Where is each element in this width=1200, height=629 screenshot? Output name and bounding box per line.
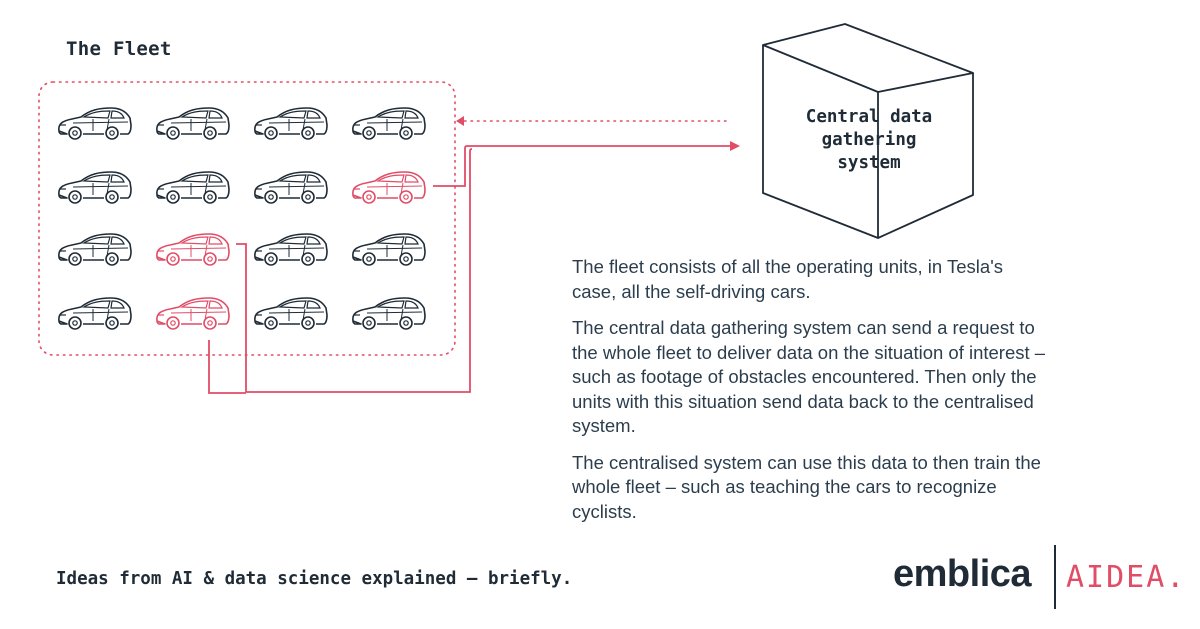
car-icon bbox=[156, 297, 230, 330]
car-icon bbox=[254, 297, 328, 330]
car-icon bbox=[156, 233, 230, 266]
series-logo: AIDEA. bbox=[1066, 560, 1187, 595]
central-system-label-line: system bbox=[837, 153, 901, 173]
car-icon bbox=[58, 171, 132, 204]
car-icon bbox=[254, 171, 328, 204]
central-system-label-line: gathering bbox=[821, 130, 917, 150]
brand-logo: emblica bbox=[893, 553, 1032, 595]
fleet-boundary bbox=[38, 81, 456, 356]
car-icon bbox=[254, 107, 328, 140]
arrow-head-icon bbox=[456, 116, 464, 126]
data-line-car-c bbox=[208, 340, 246, 394]
car-icon bbox=[58, 233, 132, 266]
car-grid bbox=[58, 107, 426, 330]
description-paragraph: The fleet consists of all the operating … bbox=[572, 256, 1003, 302]
central-system-label-line: Central data bbox=[805, 107, 933, 127]
central-system-label: Central data gathering system bbox=[776, 106, 962, 175]
car-icon bbox=[352, 107, 426, 140]
description: The fleet consists of all the operating … bbox=[572, 255, 1052, 536]
fleet-title: The Fleet bbox=[66, 38, 172, 60]
car-icon bbox=[58, 297, 132, 330]
car-icon bbox=[352, 233, 426, 266]
car-icon bbox=[156, 107, 230, 140]
data-line-car-b bbox=[236, 148, 473, 393]
car-icon bbox=[352, 297, 426, 330]
car-icon bbox=[254, 233, 328, 266]
data-line-car-a bbox=[433, 145, 732, 187]
description-paragraph: The centralised system can use this data… bbox=[572, 451, 1041, 522]
logo-divider bbox=[1054, 545, 1056, 609]
arrow-head-icon bbox=[730, 141, 740, 151]
car-icon bbox=[156, 171, 230, 204]
tagline: Ideas from AI & data science explained –… bbox=[56, 569, 573, 589]
car-icon bbox=[58, 107, 132, 140]
cube-icon bbox=[762, 23, 974, 239]
car-icon bbox=[352, 171, 426, 204]
description-paragraph: The central data gathering system can se… bbox=[572, 317, 1046, 436]
